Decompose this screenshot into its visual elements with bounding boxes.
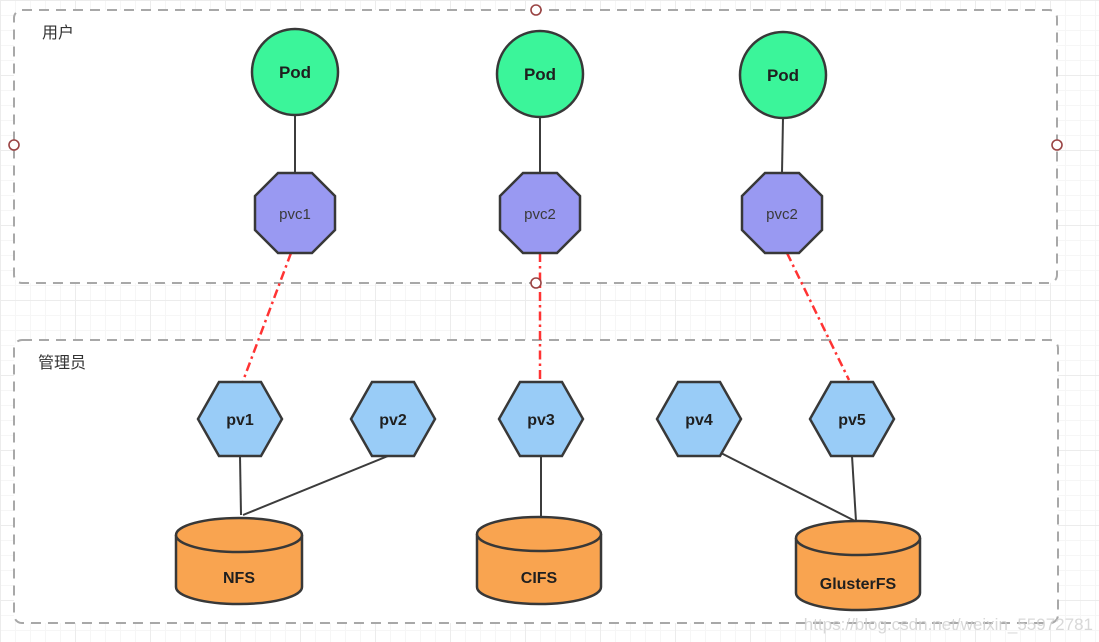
pv-1-hexagon[interactable] bbox=[196, 380, 284, 458]
nfs-cylinder-body[interactable] bbox=[174, 535, 304, 606]
edge-pvc1-pv1[interactable] bbox=[241, 252, 293, 382]
pvc-3-octagon[interactable] bbox=[740, 171, 824, 255]
glusterfs-cylinder-top[interactable] bbox=[794, 519, 922, 557]
pvc-3-label: pvc2 bbox=[766, 206, 798, 223]
pvc-2-label: pvc2 bbox=[524, 206, 556, 223]
pvc-2-octagon[interactable] bbox=[498, 171, 582, 255]
node-storage-nfs: NFS bbox=[174, 516, 304, 606]
pv-3-hexagon[interactable] bbox=[497, 380, 585, 458]
node-storage-cifs: CIFS bbox=[475, 515, 603, 606]
pvc-1-label: pvc1 bbox=[279, 206, 311, 223]
pvc-1-octagon[interactable] bbox=[253, 171, 337, 255]
pv-5-hexagon[interactable] bbox=[808, 380, 896, 458]
edge-pod3-pvc2[interactable] bbox=[781, 117, 784, 174]
glusterfs-cylinder-body[interactable] bbox=[794, 538, 922, 612]
node-pvc-2: pvc2 bbox=[498, 171, 582, 255]
edge-pv4-glusterfs[interactable] bbox=[718, 451, 856, 522]
connection-handle-right[interactable] bbox=[1051, 139, 1063, 151]
cifs-cylinder-body[interactable] bbox=[475, 534, 603, 606]
pv-1-label: pv1 bbox=[226, 412, 254, 429]
glusterfs-label: GlusterFS bbox=[820, 576, 897, 593]
node-pv-3: pv3 bbox=[497, 380, 585, 458]
pod-1-circle[interactable] bbox=[250, 27, 340, 117]
pod-2-label: Pod bbox=[524, 65, 556, 84]
connection-handle-top[interactable] bbox=[530, 4, 542, 16]
node-pod-2: Pod bbox=[495, 29, 585, 119]
connection-handle-left[interactable] bbox=[8, 139, 20, 151]
node-pv-1: pv1 bbox=[196, 380, 284, 458]
node-pvc-1: pvc1 bbox=[253, 171, 337, 255]
pv-5-label: pv5 bbox=[838, 412, 866, 429]
node-storage-glusterfs: GlusterFS bbox=[794, 519, 922, 612]
pod-3-circle[interactable] bbox=[738, 30, 828, 120]
edge-pv5-glusterfs[interactable] bbox=[851, 455, 857, 522]
edge-pvc2-pv5[interactable] bbox=[785, 252, 851, 381]
watermark-text: https://blog.csdn.net/weixin_55972781 bbox=[804, 615, 1093, 634]
node-pod-1: Pod bbox=[250, 27, 340, 117]
pod-1-label: Pod bbox=[279, 63, 311, 82]
users-container-label: 用户 bbox=[42, 24, 74, 42]
cifs-label: CIFS bbox=[521, 570, 558, 587]
edge-pv1-nfs[interactable] bbox=[239, 455, 242, 516]
nfs-cylinder-top[interactable] bbox=[174, 516, 304, 554]
node-pod-3: Pod bbox=[738, 30, 828, 120]
admins-container-label: 管理员 bbox=[38, 354, 86, 372]
pv-2-label: pv2 bbox=[379, 412, 407, 429]
node-pv-2: pv2 bbox=[349, 380, 437, 458]
pod-3-label: Pod bbox=[767, 66, 799, 85]
connection-handle-middle[interactable] bbox=[530, 277, 542, 289]
cifs-cylinder-top[interactable] bbox=[475, 515, 603, 553]
node-pv-4: pv4 bbox=[655, 380, 743, 458]
pod-2-circle[interactable] bbox=[495, 29, 585, 119]
pv-4-label: pv4 bbox=[685, 412, 713, 429]
pv-3-label: pv3 bbox=[527, 412, 555, 429]
node-pv-5: pv5 bbox=[808, 380, 896, 458]
node-pvc-3: pvc2 bbox=[740, 171, 824, 255]
pv-2-hexagon[interactable] bbox=[349, 380, 437, 458]
edge-pv2-nfs[interactable] bbox=[242, 455, 389, 516]
pv-4-hexagon[interactable] bbox=[655, 380, 743, 458]
nfs-label: NFS bbox=[223, 570, 255, 587]
